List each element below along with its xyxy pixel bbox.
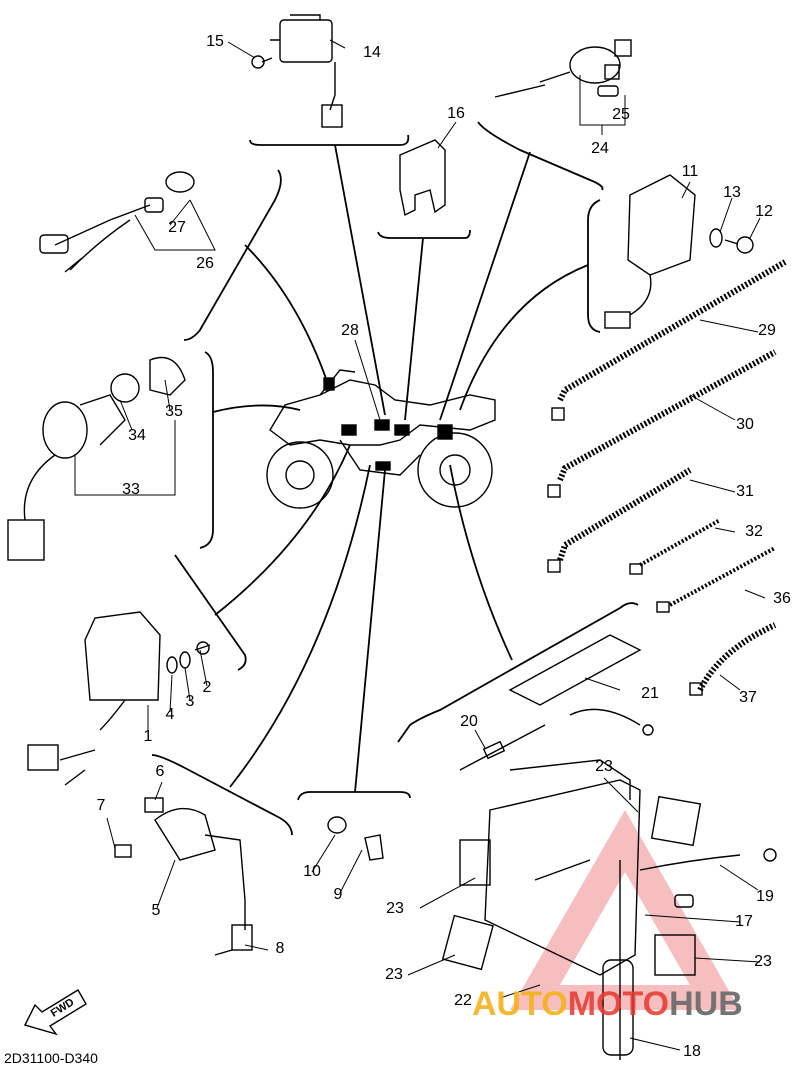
callout-32: 32 [745,523,763,540]
callout-19: 19 [756,888,774,905]
cable-ties-29-37 [547,259,787,696]
callout-31: 31 [736,483,754,500]
callout-9: 9 [333,886,343,903]
bolt-12 [724,236,754,254]
callout-22: 22 [454,992,472,1009]
callout-30: 30 [736,416,754,433]
callout-4: 4 [165,706,175,723]
watermark-part-3: HUB [669,985,743,1023]
callout-5: 5 [151,902,161,919]
callout-33: 33 [122,481,140,498]
callout-26: 26 [196,255,214,272]
cdi-unit-11 [604,174,696,329]
watermark-part-1: AUTO [472,985,568,1023]
wire-harness-26 [39,171,195,273]
watermark-logo: AUTOMOTOHUB [472,985,743,1024]
callout-28: 28 [341,322,359,339]
callout-20: 20 [460,713,478,730]
callout-23-right: 23 [754,953,772,970]
callout-21: 21 [641,685,659,702]
callout-35: 35 [165,403,183,420]
callout-17: 17 [735,913,753,930]
cable-17-18-19 [602,848,777,1060]
callout-3: 3 [185,693,195,710]
callout-34: 34 [128,427,146,444]
cover-16 [399,139,446,217]
callout-29: 29 [758,322,776,339]
callout-6: 6 [155,763,165,780]
callout-27: 27 [168,219,186,236]
callout-14: 14 [363,44,381,61]
callout-11: 11 [681,163,699,180]
callout-23-left: 23 [386,900,404,917]
regulator-1 [27,611,161,786]
callout-16: 16 [447,105,465,122]
callout-13: 13 [723,184,741,201]
main-switch-33 [7,356,186,561]
callout-24: 24 [591,140,609,157]
callout-10: 10 [303,863,321,880]
callout-36: 36 [773,590,791,607]
sensor-24 [494,39,632,98]
callout-23-bottom-left: 23 [385,966,403,983]
callout-23-top: 23 [595,758,613,775]
callout-2: 2 [202,679,212,696]
fuse-20 [459,708,654,771]
callout-25: 25 [612,106,630,123]
callout-12: 12 [755,203,773,220]
callout-leaders [74,39,766,1051]
sensor-9-10 [327,816,384,861]
battery-band-21 [508,634,642,706]
starter-relay-5 [114,797,253,956]
watermark-part-2: MOTO [567,985,670,1023]
callout-37: 37 [739,689,757,706]
battery-box [441,759,702,976]
washer-13 [709,228,723,248]
relay-14 [270,14,343,128]
drawing-code: 2D31100-D340 [4,1050,98,1066]
leader-lines [151,121,639,836]
callout-1: 1 [143,728,153,745]
atv-vehicle [266,369,496,509]
callout-15: 15 [206,33,224,50]
watermark-triangle [510,810,740,1010]
fwd-arrow-icon [23,989,87,1036]
callout-7: 7 [96,797,106,814]
callout-8: 8 [275,940,285,957]
bolt-15 [251,55,273,69]
callout-18: 18 [683,1043,701,1060]
